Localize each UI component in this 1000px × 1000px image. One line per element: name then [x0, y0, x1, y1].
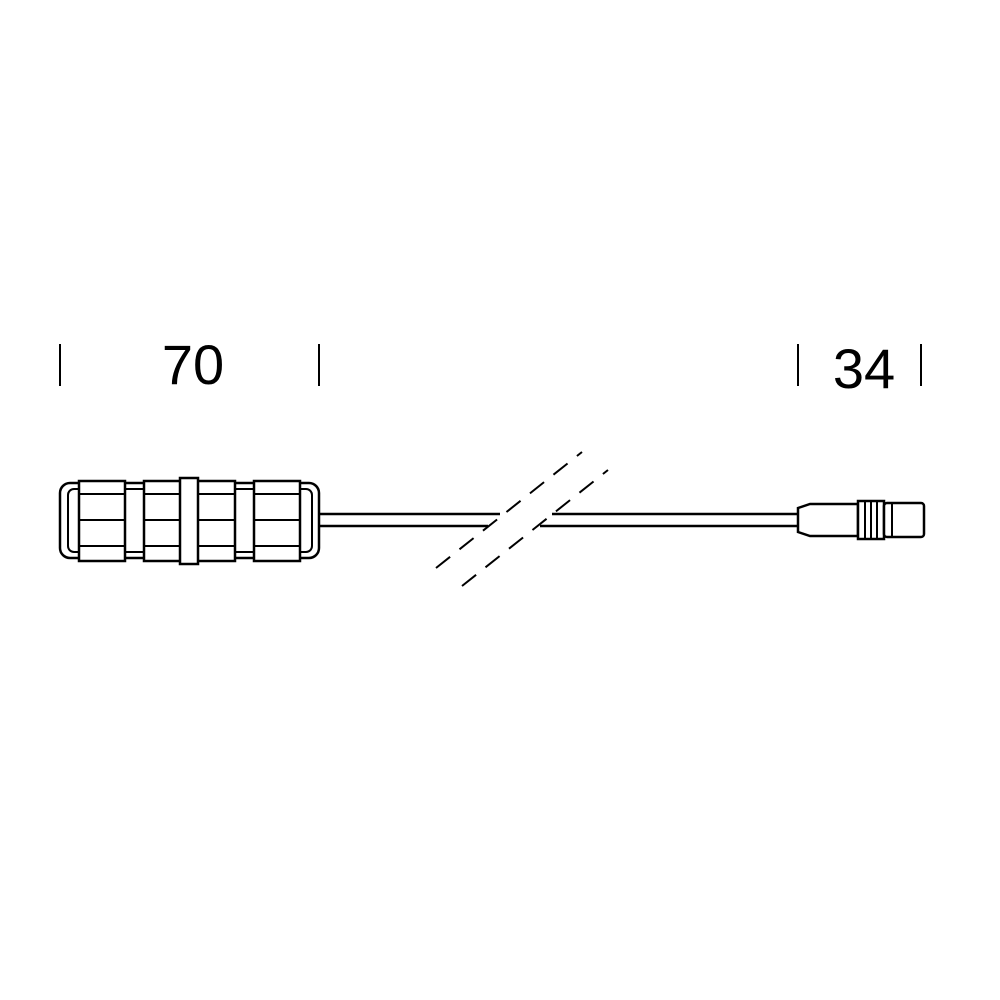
dimension-right-label: 34 [833, 337, 895, 400]
plug-strain-relief [796, 502, 860, 538]
waterproof-connector [58, 476, 321, 566]
connector-nut-1 [77, 479, 127, 563]
break-line-1 [435, 451, 583, 569]
connector-nut-2 [142, 476, 237, 566]
dc-plug [796, 499, 926, 541]
dimension-right: 34 [797, 337, 922, 400]
connector-nut-3 [252, 479, 302, 563]
cable-break-symbol [435, 451, 609, 587]
break-line-2 [461, 469, 609, 587]
dimension-left: 70 [59, 333, 320, 396]
dimension-left-label: 70 [162, 333, 224, 396]
cable [319, 512, 798, 528]
connector-center-band [178, 476, 200, 566]
plug-head [882, 501, 926, 539]
